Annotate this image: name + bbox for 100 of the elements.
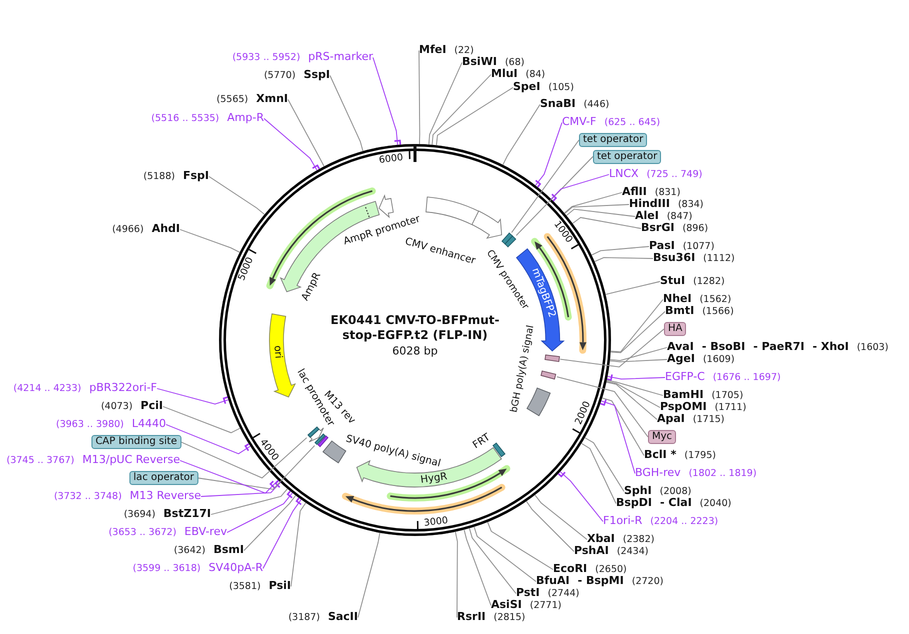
- enzyme-name: MfeI: [419, 44, 446, 56]
- tick-label: 3000: [424, 514, 449, 529]
- enzyme-name: BclI *: [644, 449, 676, 461]
- leader-line: [606, 380, 664, 396]
- enzyme-name: XbaI: [587, 533, 615, 545]
- enzyme-name: - BsoBI: [702, 341, 746, 353]
- leader-line: [198, 445, 316, 490]
- leader-line: [516, 156, 594, 236]
- leader-line: [162, 406, 240, 434]
- plasmid-title: EK0441 CMV-TO-BFPmut-stop-EGFP.t2 (FLP-IN): [330, 313, 500, 343]
- cut-site-position: (1795): [684, 450, 716, 462]
- cut-site-position: (1603): [856, 342, 888, 354]
- leader-line: [511, 140, 580, 233]
- primer-name: M13/pUC Reverse: [82, 454, 180, 466]
- leader-line: [428, 62, 462, 145]
- primer-position: (3963 .. 3980): [56, 419, 124, 431]
- primer-name: Amp-R: [227, 112, 264, 124]
- feature-tag: CAP binding site: [91, 435, 181, 449]
- leader-line: [262, 499, 302, 569]
- cut-site-position: (5770): [264, 70, 296, 82]
- leader-line: [526, 500, 574, 552]
- primer-position: (1676 .. 1697): [712, 372, 781, 384]
- plasmid-size: 6028 bp: [392, 344, 438, 358]
- primer-name: M13 Reverse: [130, 490, 201, 502]
- enzyme-name: ApaI: [657, 413, 685, 425]
- leader-line: [581, 442, 616, 504]
- cut-site-position: (3642): [174, 545, 206, 557]
- cut-site-position: (1711): [714, 402, 746, 414]
- leader-line: [566, 208, 636, 217]
- leader-line: [550, 174, 610, 200]
- cut-site-position: (1282): [693, 276, 725, 288]
- primer-position: (4214 .. 4233): [13, 383, 82, 395]
- leader-line: [468, 528, 516, 594]
- feature-label: bGH poly(A) signal: [508, 324, 538, 414]
- cut-site-position: (4966): [112, 224, 144, 236]
- leader-line: [288, 99, 325, 167]
- enzyme-name: SacII: [328, 611, 358, 623]
- cut-site-position: (1562): [700, 294, 732, 306]
- primer-position: (725 .. 749): [646, 169, 702, 181]
- cut-site-position: (446): [584, 99, 610, 111]
- enzyme-name: XmnI: [256, 93, 288, 105]
- cut-site-position: (1715): [692, 414, 724, 426]
- leader-line: [418, 50, 420, 144]
- primer-position: (5516 .. 5535): [151, 113, 220, 125]
- enzyme-name: AleI: [635, 210, 659, 222]
- primer-name: EGFP-C: [665, 371, 705, 383]
- leader-line: [535, 122, 562, 186]
- cut-site-position: (3581): [229, 581, 261, 593]
- cut-site-position: (2744): [548, 588, 580, 600]
- primer-name: F1ori-R: [603, 515, 642, 527]
- cut-site-position: (1705): [712, 390, 744, 402]
- leader-line: [290, 502, 306, 587]
- leader-line: [606, 380, 660, 408]
- enzyme-name: BmtI: [665, 305, 694, 317]
- enzyme-name: PstI: [516, 587, 540, 599]
- cut-site-position: (3187): [288, 612, 320, 624]
- enzyme-name: SspI: [304, 69, 330, 81]
- enzyme-name: BfuAI: [536, 575, 570, 587]
- leader-line: [487, 522, 554, 570]
- leader-line: [372, 57, 398, 146]
- leader-line: [607, 376, 666, 380]
- leader-line: [606, 382, 658, 420]
- primer-position: (3653 .. 3672): [108, 527, 176, 539]
- enzyme-name: BsiWI: [462, 56, 497, 68]
- leader-line: [584, 437, 624, 492]
- primer-name: pBR322ori-F: [89, 382, 157, 394]
- enzyme-name: SpeI: [513, 81, 540, 93]
- enzyme-name: PciI: [140, 400, 163, 412]
- cut-site-position: (3694): [124, 509, 156, 521]
- enzyme-name: RsrII: [457, 611, 486, 623]
- enzyme-name: BamHI: [663, 389, 704, 401]
- leader-line: [358, 532, 380, 618]
- enzyme-name: - ClaI: [660, 497, 692, 509]
- feature-label: FRT: [472, 432, 494, 452]
- enzyme-name: - XhoI: [812, 341, 849, 353]
- cut-site-position: (847): [666, 211, 692, 222]
- cut-site-position: (2382): [622, 534, 654, 546]
- cut-site-position: (84): [526, 69, 546, 81]
- enzyme-name: - BspMI: [578, 575, 624, 587]
- leader-line: [208, 176, 265, 215]
- cut-site-position: (1077): [682, 241, 714, 252]
- primer-position: (1802 .. 1819): [688, 468, 757, 480]
- leader-line: [226, 492, 293, 533]
- enzyme-name: PshAI: [574, 545, 609, 557]
- leader-line: [264, 118, 318, 171]
- leader-line: [600, 400, 636, 474]
- primer-position: (625 .. 645): [604, 117, 660, 129]
- feature-label: SV40 poly(A) signal: [344, 433, 442, 470]
- enzyme-name: AgeI: [667, 353, 695, 365]
- cut-site-position: (68): [504, 57, 524, 68]
- leader-line: [602, 398, 644, 456]
- leader-line: [502, 104, 540, 166]
- leader-line: [534, 494, 588, 540]
- cut-site-position: (22): [454, 45, 474, 56]
- cut-site-position: (831): [654, 187, 680, 198]
- enzyme-name: PspOMI: [660, 401, 707, 413]
- enzyme-name: AsiSI: [491, 599, 522, 611]
- leader-line: [432, 74, 492, 146]
- cut-site-position: (834): [678, 199, 704, 211]
- primer-name: LNCX: [609, 168, 639, 180]
